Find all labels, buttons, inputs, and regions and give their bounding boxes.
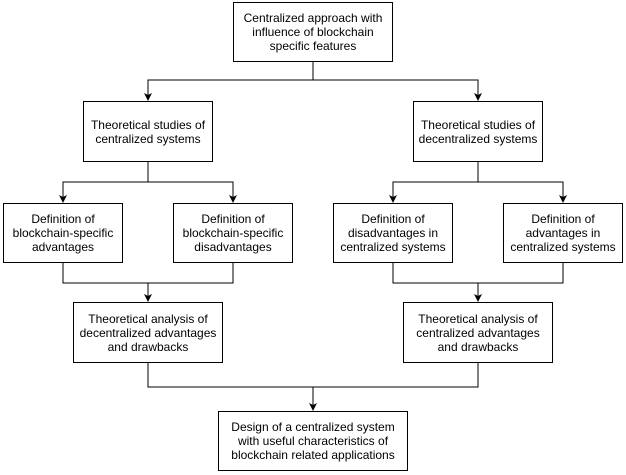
edge-theory-decentralized-right	[478, 181, 564, 200]
node-design: Design of a centralized system with usef…	[218, 411, 408, 471]
node-theory-decentralized: Theoretical studies of decentralized sys…	[413, 101, 543, 162]
node-def-bc-advantages: Definition of blockchain-specific advant…	[3, 203, 123, 263]
node-theory-centralized: Theoretical studies of centralized syste…	[83, 101, 213, 162]
edge-root-to-right	[313, 79, 479, 98]
node-def-advantages-centralized-label: Definition of advantages in centralized …	[510, 212, 616, 254]
node-analysis-decentralized: Theoretical analysis of decentralized ad…	[73, 302, 223, 363]
node-root: Centralized approach with influence of b…	[233, 2, 393, 62]
node-theory-decentralized-label: Theoretical studies of decentralized sys…	[418, 117, 538, 146]
node-def-bc-advantages-label: Definition of blockchain-specific advant…	[12, 212, 114, 254]
node-def-advantages-centralized: Definition of advantages in centralized …	[503, 203, 623, 263]
node-def-bc-disadvantages: Definition of blockchain-specific disadv…	[173, 203, 293, 263]
edge-right-definitions-merge	[392, 263, 564, 284]
edge-theory-centralized-right	[148, 181, 234, 200]
edge-theory-decentralized-split	[392, 162, 479, 200]
edge-analysis-merge	[147, 363, 479, 388]
edge-root-split	[147, 62, 314, 98]
node-def-bc-disadvantages-label: Definition of blockchain-specific disadv…	[182, 212, 284, 254]
node-analysis-centralized: Theoretical analysis of centralized adva…	[403, 302, 553, 363]
node-def-disadvantages-centralized-label: Definition of disadvantages in centraliz…	[340, 212, 446, 254]
node-def-disadvantages-centralized: Definition of disadvantages in centraliz…	[333, 203, 453, 263]
node-root-label: Centralized approach with influence of b…	[243, 11, 383, 53]
node-theory-centralized-label: Theoretical studies of centralized syste…	[90, 117, 206, 146]
edge-theory-centralized-split	[62, 162, 149, 200]
node-analysis-decentralized-label: Theoretical analysis of decentralized ad…	[79, 311, 217, 354]
node-design-label: Design of a centralized system with usef…	[231, 420, 395, 462]
edge-left-definitions-merge	[62, 263, 234, 284]
node-analysis-centralized-label: Theoretical analysis of centralized adva…	[416, 311, 540, 354]
